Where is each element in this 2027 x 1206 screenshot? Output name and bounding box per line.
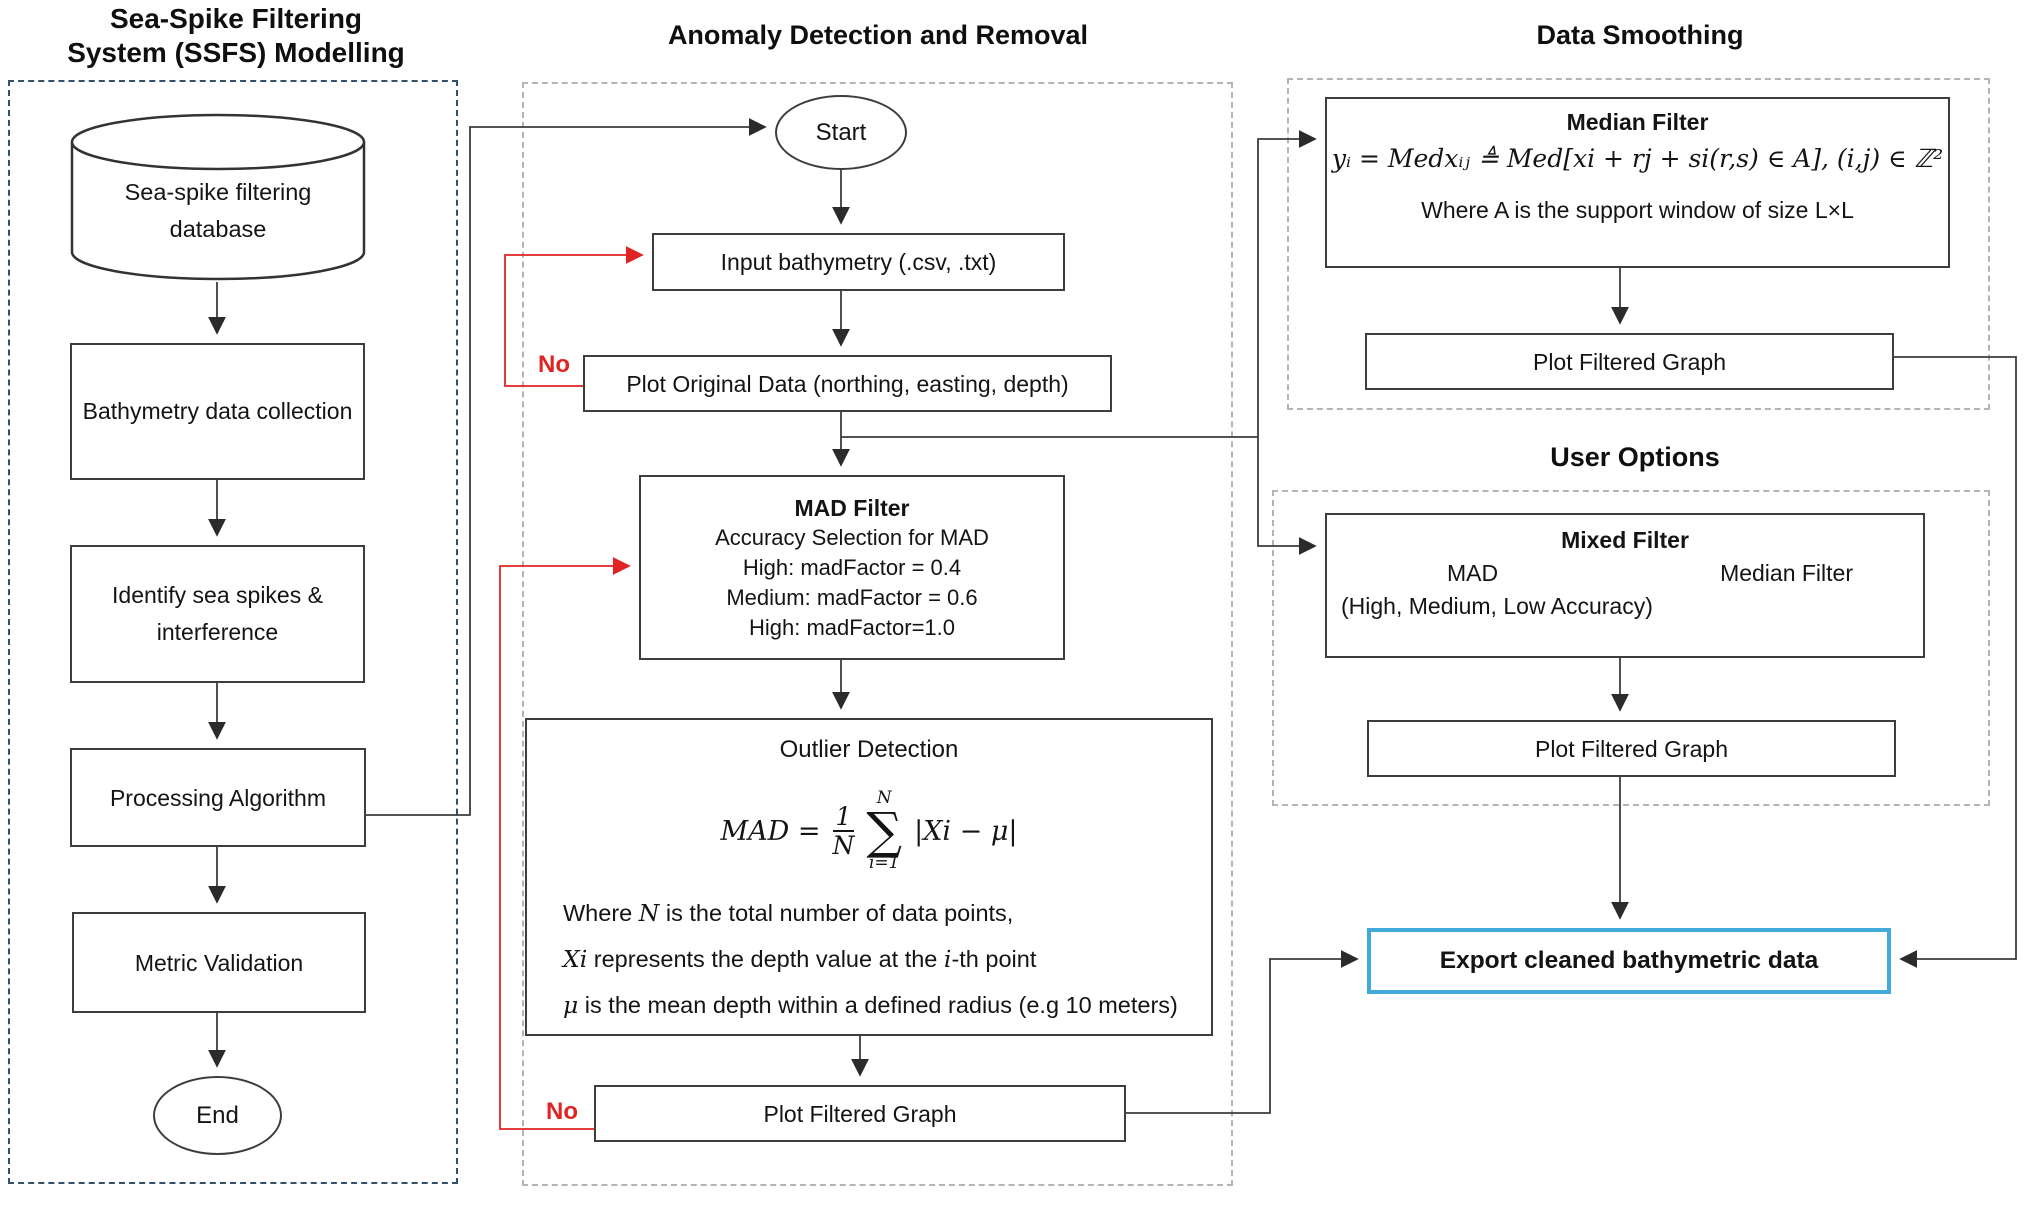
mad-formula-lhs: MAD = xyxy=(720,815,821,847)
start-label: Start xyxy=(815,118,867,146)
end-terminator: End xyxy=(153,1076,282,1155)
mad-filter-line: High: madFactor = 0.4 xyxy=(742,554,962,580)
mixed-filter-accuracy: (High, Medium, Low Accuracy) xyxy=(1341,593,1653,619)
median-filter-box: Median Filter yᵢ = Medxᵢⱼ ≜ Med[xi + rj … xyxy=(1325,97,1950,268)
mad-filter-title: MAD Filter xyxy=(794,494,910,521)
mad-formula-body: |Xi − μ| xyxy=(914,815,1018,847)
plot-filtered-label: Plot Filtered Graph xyxy=(1534,735,1729,762)
step-label: Processing Algorithm xyxy=(109,784,327,811)
mad-filter-line: High: madFactor=1.0 xyxy=(748,614,956,640)
mixed-filter-median-option: Median Filter xyxy=(1720,560,1853,586)
step-label: Identify sea spikes & interference xyxy=(112,582,323,645)
plot-filtered-label: Plot Filtered Graph xyxy=(1532,348,1727,375)
left-title-line2: System (SSFS) Modelling xyxy=(67,37,405,68)
plot-filtered-graph-uo-box: Plot Filtered Graph xyxy=(1367,720,1896,777)
step-label: Metric Validation xyxy=(134,949,304,976)
database-label-line2: database xyxy=(169,216,267,242)
user-options-title: User Options xyxy=(1550,442,1720,472)
sigma-icon: ∑ xyxy=(866,802,903,860)
step-label: Bathymetry data collection xyxy=(82,398,353,424)
sigma-lower-limit: i=1 xyxy=(868,853,900,873)
mad-formula: MAD = 1 N N ∑ i=1 |Xi − μ| xyxy=(527,790,1211,872)
mad-formula-sigma: N ∑ i=1 xyxy=(866,790,902,872)
outlier-detection-box: Outlier Detection MAD = 1 N N ∑ i=1 |Xi … xyxy=(525,718,1213,1036)
outlier-notes: Where N is the total number of data poin… xyxy=(527,890,1211,1028)
data-smoothing-title: Data Smoothing xyxy=(1536,20,1744,50)
end-label: End xyxy=(196,1101,239,1129)
frac-denominator: N xyxy=(832,831,855,860)
plot-original-label: Plot Original Data (northing, easting, d… xyxy=(626,370,1069,397)
mad-filter-line: Medium: madFactor = 0.6 xyxy=(726,584,978,610)
outlier-note-1: Where N is the total number of data poin… xyxy=(563,899,1014,927)
median-filter-where: Where A is the support window of size L×… xyxy=(1421,197,1854,223)
left-title-line1: Sea-Spike Filtering xyxy=(109,3,363,34)
outlier-note-2: Xi represents the depth value at the i-t… xyxy=(563,945,1037,973)
cylinder-shape-icon xyxy=(70,113,366,281)
step-bathymetry-collection: Bathymetry data collection xyxy=(70,343,365,480)
mixed-filter-title: Mixed Filter xyxy=(1561,527,1689,553)
middle-section-title: Anomaly Detection and Removal xyxy=(667,20,1089,50)
plot-filtered-label: Plot Filtered Graph xyxy=(763,1100,957,1127)
mixed-filter-mad-option: MAD xyxy=(1447,560,1499,586)
mixed-filter-options-row: MAD Median Filter xyxy=(1327,554,1923,587)
plot-filtered-graph-ds-box: Plot Filtered Graph xyxy=(1365,333,1894,390)
export-data-label: Export cleaned bathymetric data xyxy=(1439,947,1819,974)
outlier-note-3: μ is the mean depth within a defined rad… xyxy=(563,991,1178,1019)
mad-filter-line: Accuracy Selection for MAD xyxy=(715,524,989,550)
plot-original-data-box: Plot Original Data (northing, easting, d… xyxy=(583,355,1112,412)
step-processing-algorithm: Processing Algorithm xyxy=(70,748,366,847)
start-terminator: Start xyxy=(775,95,907,170)
database-label-line1: Sea-spike filtering xyxy=(124,179,312,205)
mixed-filter-box: Mixed Filter MAD Median Filter (High, Me… xyxy=(1325,513,1925,658)
median-filter-title: Median Filter xyxy=(1566,109,1709,135)
outlier-title: Outlier Detection xyxy=(779,736,959,763)
mad-filter-box: MAD Filter Accuracy Selection for MAD Hi… xyxy=(639,475,1065,660)
no-label-plot-original: No xyxy=(538,351,570,378)
median-filter-formula: yᵢ = Medxᵢⱼ ≜ Med[xi + rj + si(r,s) ∈ A]… xyxy=(1331,144,1944,173)
sigma-upper-limit: N xyxy=(876,788,892,808)
mad-formula-fraction: 1 N xyxy=(832,801,855,860)
database-cylinder: Sea-spike filtering database xyxy=(69,112,367,282)
input-bathymetry-box: Input bathymetry (.csv, .txt) xyxy=(652,233,1065,291)
frac-numerator: 1 xyxy=(835,801,852,831)
export-data-box: Export cleaned bathymetric data xyxy=(1367,928,1891,994)
no-label-plot-filtered: No xyxy=(546,1098,578,1125)
database-label: Sea-spike filtering database xyxy=(69,174,367,248)
fraction-bar xyxy=(832,830,855,832)
plot-filtered-graph-mid-box: Plot Filtered Graph xyxy=(594,1085,1126,1142)
step-identify-spikes: Identify sea spikes & interference xyxy=(70,545,365,683)
step-metric-validation: Metric Validation xyxy=(72,912,366,1013)
left-section-title: Sea-Spike Filtering System (SSFS) Modell… xyxy=(18,2,454,70)
input-bathymetry-label: Input bathymetry (.csv, .txt) xyxy=(720,249,997,275)
